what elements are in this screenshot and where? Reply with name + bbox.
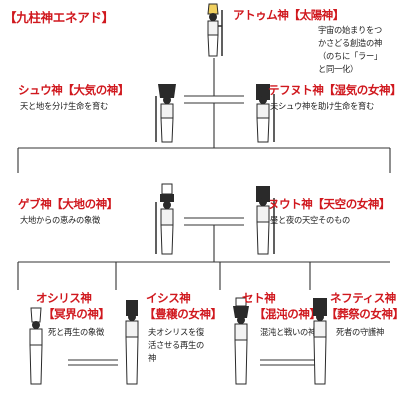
nephthys-title: 【葬祭の女神】	[326, 307, 400, 321]
nephthys-name: ネフティス神	[330, 291, 396, 305]
nut-name: ヌウト神【天空の女神】	[268, 197, 391, 211]
shu-name: シュウ神【大気の神】	[18, 83, 129, 97]
atum-description: 宇宙の始まりをつ かさどる創造の神 （のちに「ラー」 と同一化）	[318, 25, 382, 74]
osiris-description: 死と再生の象徴	[48, 327, 104, 337]
geb-name: ゲブ神【大地の神】	[18, 197, 118, 211]
nephthys-description: 死者の守護神	[336, 327, 384, 337]
tefnut-figure-icon	[256, 84, 275, 143]
osiris-title: 【冥界の神】	[43, 307, 110, 321]
tefnut-description: 夫シュウ神を助け生命を育む	[270, 101, 374, 111]
isis-description: 夫オシリスを復 活させる再生の 神	[148, 327, 204, 363]
osiris-figure-icon	[29, 307, 43, 385]
set-description: 混沌と戦いの神	[260, 327, 316, 337]
set-figure-icon	[233, 297, 249, 385]
isis-name: イシス神	[146, 291, 191, 305]
nut-figure-icon	[256, 186, 275, 255]
atum-figure-icon	[207, 3, 223, 57]
atum-name: アトゥム神【太陽神】	[233, 8, 344, 22]
set-title: 【混沌の神】	[254, 307, 321, 321]
shu-description: 天と地を分け生命を育む	[20, 101, 108, 111]
nut-description: 昼と夜の天空そのもの	[270, 215, 350, 225]
geb-figure-icon	[155, 183, 174, 255]
isis-figure-icon	[125, 300, 139, 385]
page-title: 【九柱神エネアド】	[4, 10, 114, 25]
shu-figure-icon	[155, 84, 176, 143]
isis-title: 【豊穣の女神】	[144, 307, 222, 321]
set-name: セト神	[242, 291, 276, 305]
tefnut-name: テフヌト神【湿気の女神】	[268, 83, 400, 97]
osiris-name: オシリス神	[36, 291, 92, 305]
nephthys-figure-icon	[313, 298, 327, 385]
geb-description: 大地からの恵みの象徴	[20, 215, 100, 225]
